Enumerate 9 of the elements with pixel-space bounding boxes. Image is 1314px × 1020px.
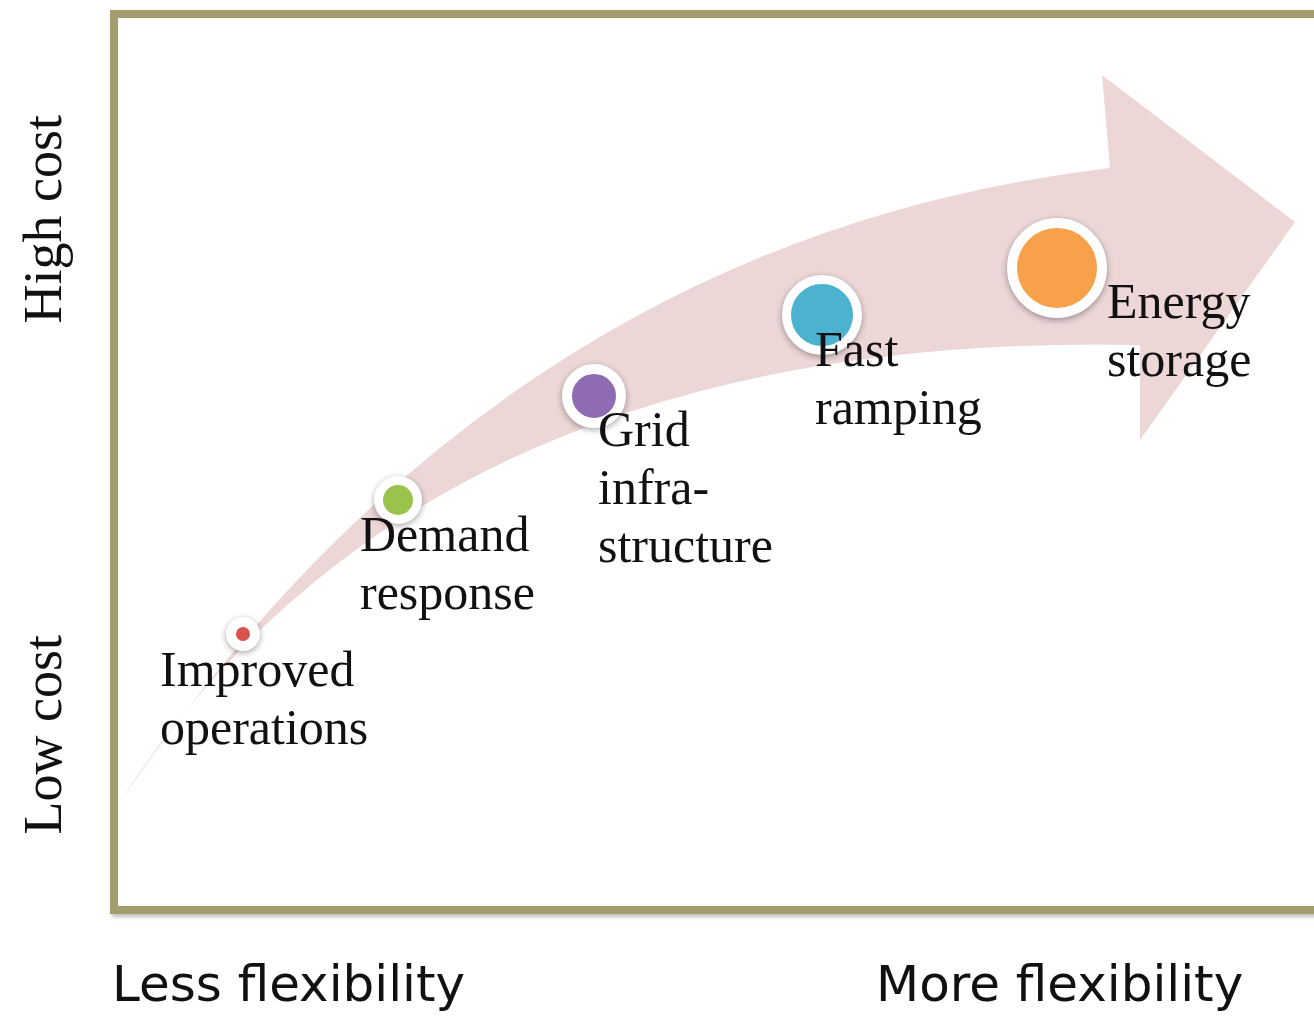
option-label: Improved operations bbox=[160, 640, 370, 756]
option-label: Demand response bbox=[360, 505, 536, 621]
axis-label: Less flexibility bbox=[112, 955, 466, 1013]
axis-label: More flexibility bbox=[876, 955, 1244, 1013]
option-label: Grid infra- structure bbox=[598, 400, 774, 574]
axis-label: High cost bbox=[12, 115, 74, 324]
axis-label: Low cost bbox=[12, 635, 74, 835]
option-label: Energy storage bbox=[1107, 272, 1253, 388]
option-label: Fast ramping bbox=[815, 320, 983, 436]
